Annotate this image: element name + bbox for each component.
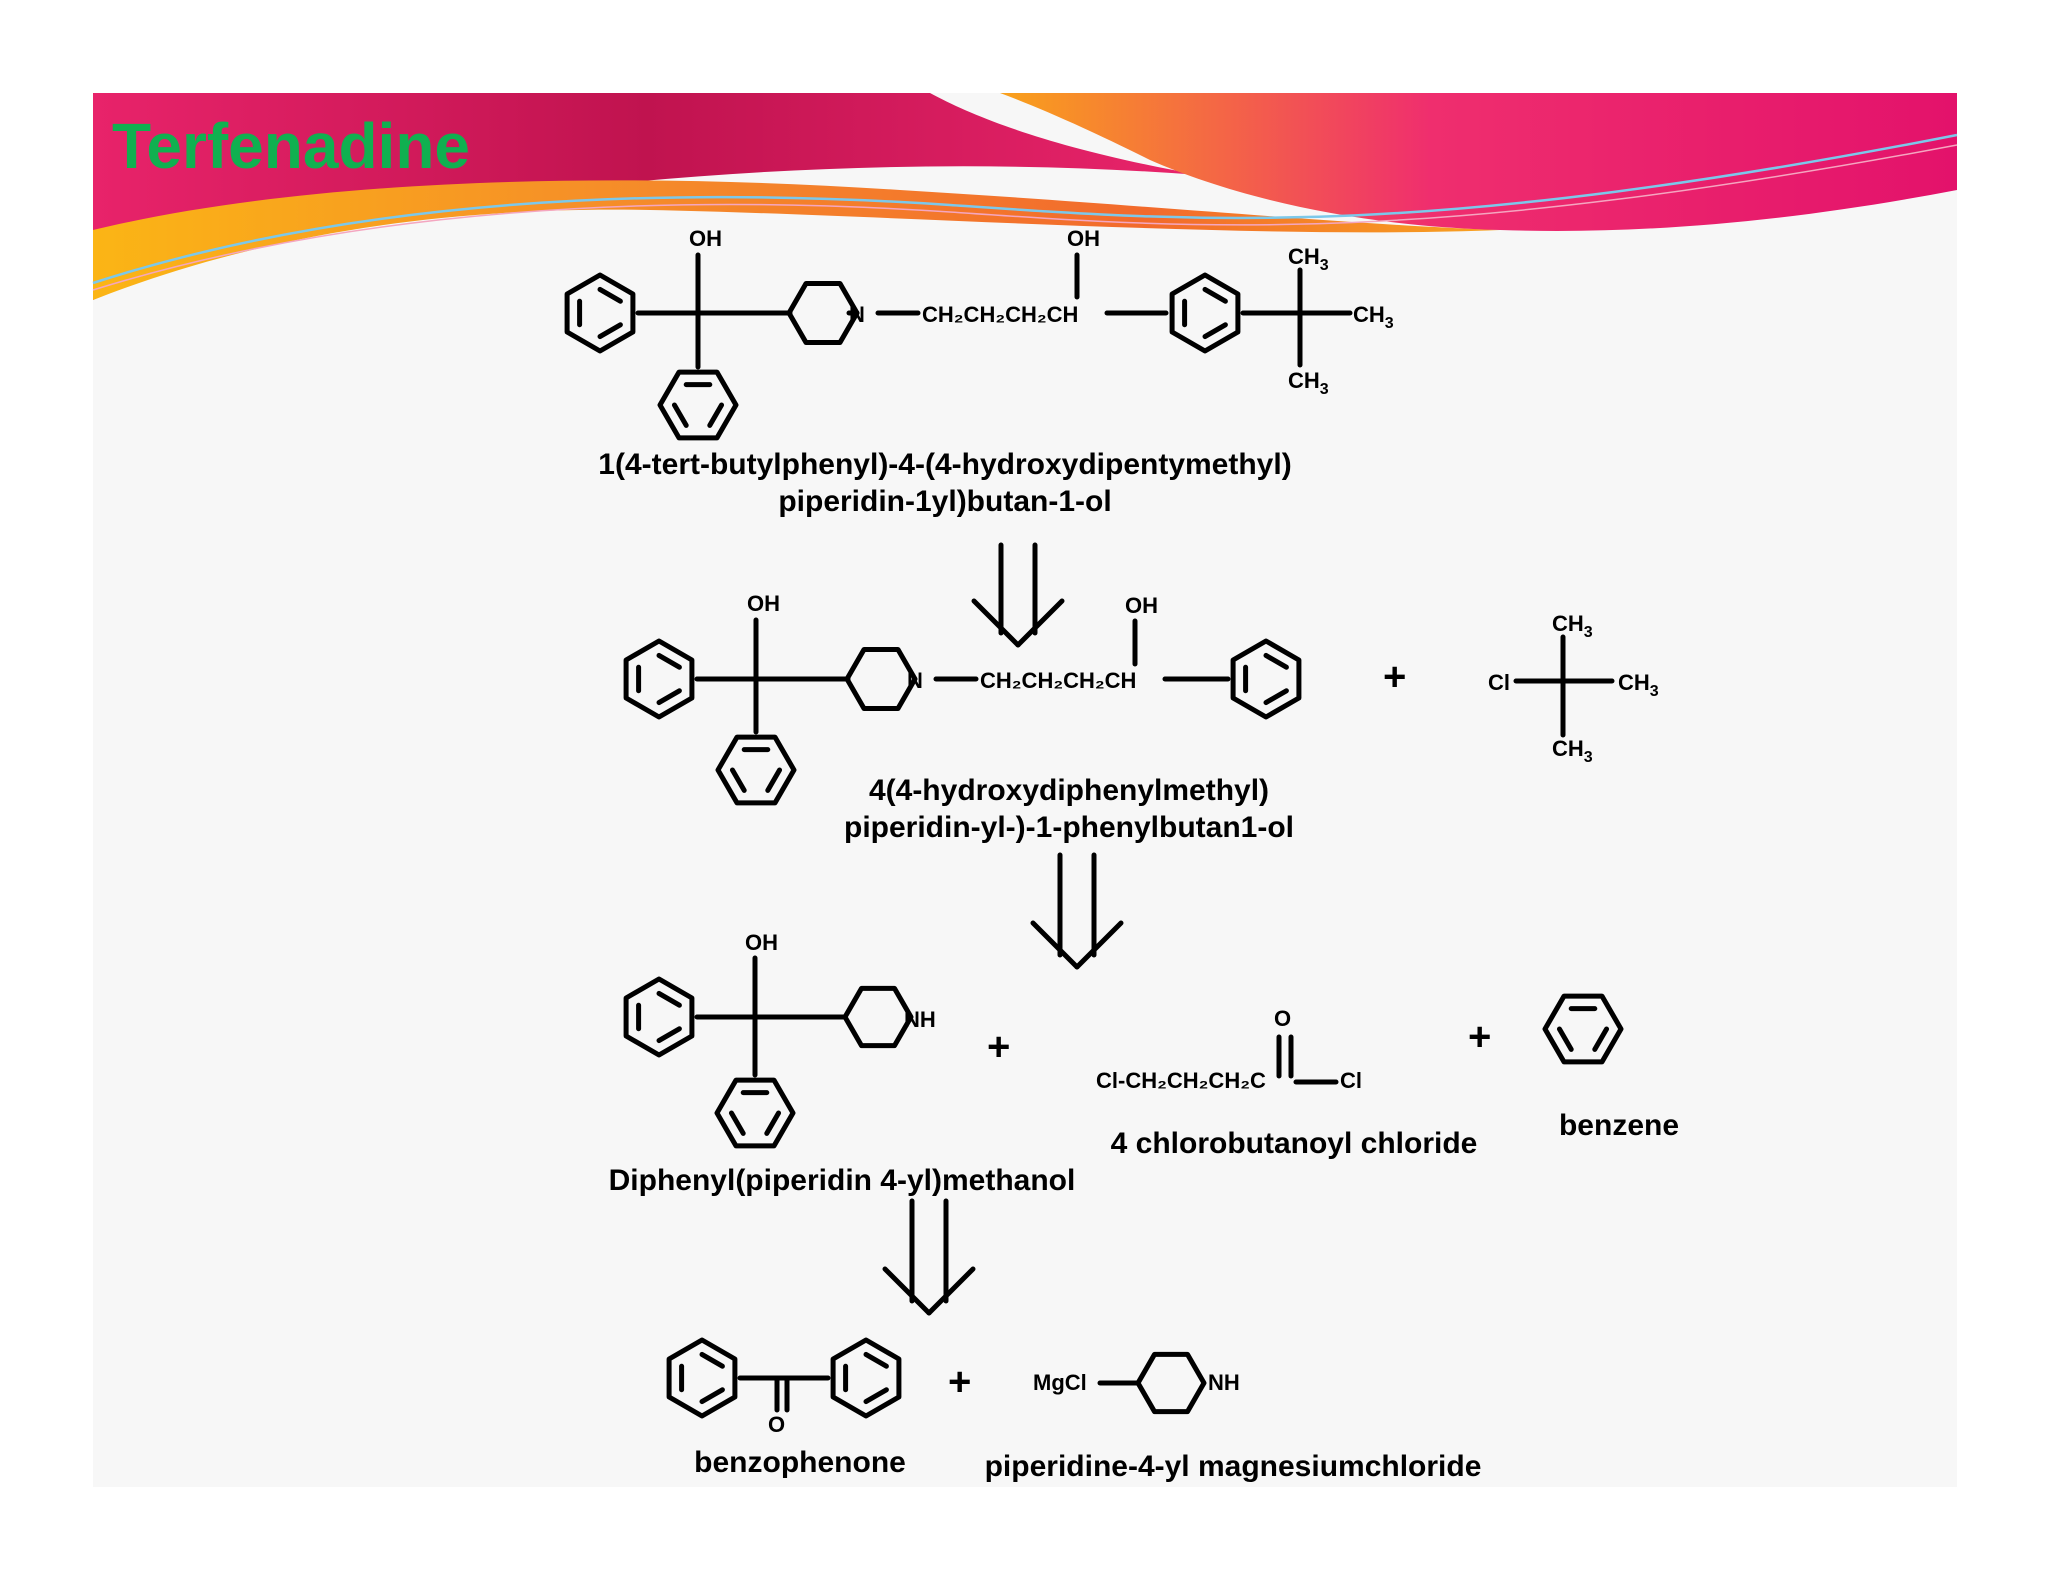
benzene-ring — [666, 1337, 738, 1419]
retro-arrow-head — [971, 598, 1021, 648]
methyl-label: CH3 — [1288, 368, 1329, 398]
ring-double-bond — [671, 402, 689, 428]
chain-label: CH₂CH₂CH₂CH — [980, 668, 1136, 693]
atom-oh: OH — [745, 930, 778, 955]
benzene-ring — [623, 976, 695, 1058]
benzene-ring — [657, 369, 739, 441]
retro-arrow-head — [1074, 920, 1124, 970]
ring-double-bond — [699, 1387, 725, 1405]
atom-n: N — [907, 668, 923, 693]
ring-double-bond — [863, 1351, 889, 1369]
chlorobutanoyl-name: 4 chlorobutanoyl chloride — [1111, 1127, 1478, 1160]
ring-double-bond — [1263, 688, 1289, 706]
plus-sign: + — [987, 1025, 1010, 1069]
plus-sign: + — [1468, 1015, 1491, 1059]
benzene-ring — [1230, 638, 1302, 720]
piperidine-ring — [844, 647, 918, 711]
piperidine-ring — [842, 985, 914, 1049]
chain-label: CH₂CH₂CH₂CH — [922, 302, 1078, 327]
atom-o: O — [1274, 1006, 1291, 1031]
atom-oh: OH — [1067, 226, 1100, 251]
ring-double-bond — [1556, 1026, 1574, 1052]
ring-double-bond — [707, 402, 725, 428]
piperidine-ring — [1135, 1351, 1207, 1415]
slide-background — [93, 93, 1957, 1487]
piperidine-ring — [786, 281, 860, 345]
intermediate-name-line-2: piperidin-yl-)-1-phenylbutan1-ol — [844, 811, 1294, 844]
ring-double-bond — [1202, 286, 1228, 304]
methyl-label: CH3 — [1618, 670, 1659, 700]
ring-double-bond — [656, 688, 682, 706]
atom-nh: NH — [904, 1007, 936, 1032]
ring-double-bond — [597, 322, 623, 340]
methyl-label: CH3 — [1288, 244, 1329, 274]
chloro-chain-label: Cl-CH₂CH₂CH₂C — [1096, 1068, 1266, 1093]
benzophenone-name: benzophenone — [694, 1446, 906, 1479]
ring-double-bond — [764, 1110, 782, 1136]
terfenadine-name-line-1: 1(4-tert-butylphenyl)-4-(4-hydroxydipent… — [598, 448, 1291, 481]
ring-double-bond — [1202, 322, 1228, 340]
benzene-ring — [1169, 272, 1241, 354]
ring-double-bond — [1263, 652, 1289, 670]
atom-o: O — [768, 1412, 785, 1437]
ring-double-bond — [863, 1387, 889, 1405]
ring-double-bond — [656, 652, 682, 670]
diphenyl-name: Diphenyl(piperidin 4-yl)methanol — [609, 1164, 1076, 1197]
slide-title: Terfenadine — [112, 110, 470, 182]
benzene-ring — [1542, 993, 1624, 1065]
atom-nh: NH — [1208, 1370, 1240, 1395]
ring-double-bond — [656, 1026, 682, 1044]
grignard-name: piperidine-4-yl magnesiumchloride — [985, 1450, 1482, 1483]
benzene-ring — [564, 272, 636, 354]
intermediate-name-line-1: 4(4-hydroxydiphenylmethyl) — [869, 774, 1269, 807]
retro-arrow-head — [1015, 598, 1065, 648]
ring-double-bond — [1592, 1026, 1610, 1052]
retro-arrow-head — [1030, 920, 1080, 970]
atom-cl: Cl — [1488, 670, 1510, 695]
terfenadine-name-line-2: piperidin-1yl)butan-1-ol — [778, 485, 1111, 518]
atom-cl: Cl — [1340, 1068, 1362, 1093]
methyl-label: CH3 — [1353, 302, 1394, 332]
benzene-ring — [715, 734, 797, 806]
plus-sign: + — [1383, 655, 1406, 699]
atom-n: N — [849, 302, 865, 327]
ring-double-bond — [656, 990, 682, 1008]
atom-oh: OH — [747, 591, 780, 616]
ring-double-bond — [728, 1110, 746, 1136]
benzene-ring — [623, 638, 695, 720]
atom-oh: OH — [689, 226, 722, 251]
ring-double-bond — [699, 1351, 725, 1369]
retro-arrow-head — [926, 1266, 976, 1316]
benzene-name: benzene — [1559, 1109, 1679, 1142]
ring-double-bond — [765, 767, 783, 793]
atom-oh: OH — [1125, 593, 1158, 618]
plus-sign: + — [948, 1360, 971, 1404]
synthesis-scheme — [564, 252, 1624, 1419]
methyl-label: CH3 — [1552, 611, 1593, 641]
mgcl-label: MgCl — [1033, 1370, 1087, 1395]
ring-double-bond — [597, 286, 623, 304]
methyl-label: CH3 — [1552, 736, 1593, 766]
ring-double-bond — [729, 767, 747, 793]
benzene-ring — [714, 1077, 796, 1149]
benzene-ring — [830, 1337, 902, 1419]
retro-arrow-head — [882, 1266, 932, 1316]
header-banner — [92, 93, 1958, 300]
